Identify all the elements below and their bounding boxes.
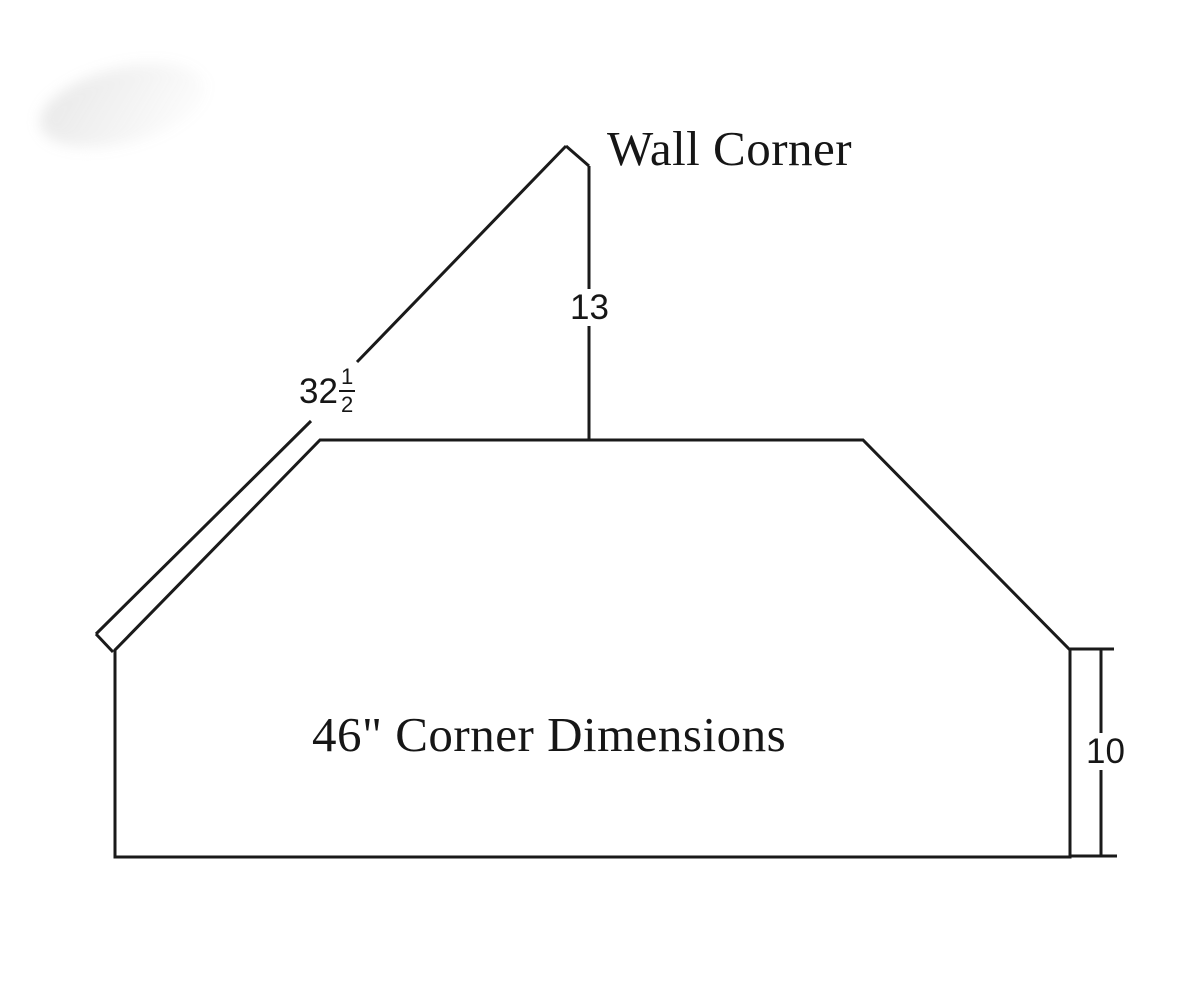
corner-dimensions-label: 46" Corner Dimensions xyxy=(312,707,787,762)
countertop-outline xyxy=(113,438,1072,859)
wall-diagonal-leader xyxy=(355,144,568,364)
diagram-title: Wall Corner xyxy=(607,121,853,176)
dim-32half-label: 32 1 2 xyxy=(299,366,356,417)
dim-32half-whole: 32 xyxy=(299,371,338,411)
fraction-numerator: 1 xyxy=(338,366,356,392)
backsplash-end-cap xyxy=(94,632,115,654)
dim-32half-fraction: 1 2 xyxy=(338,366,356,417)
dim-13-label: 13 xyxy=(567,289,612,326)
dim-10-label: 10 xyxy=(1083,733,1128,770)
backsplash-outer-line xyxy=(94,419,313,636)
wall-corner-tick xyxy=(565,144,590,168)
fraction-denominator: 2 xyxy=(340,392,354,417)
